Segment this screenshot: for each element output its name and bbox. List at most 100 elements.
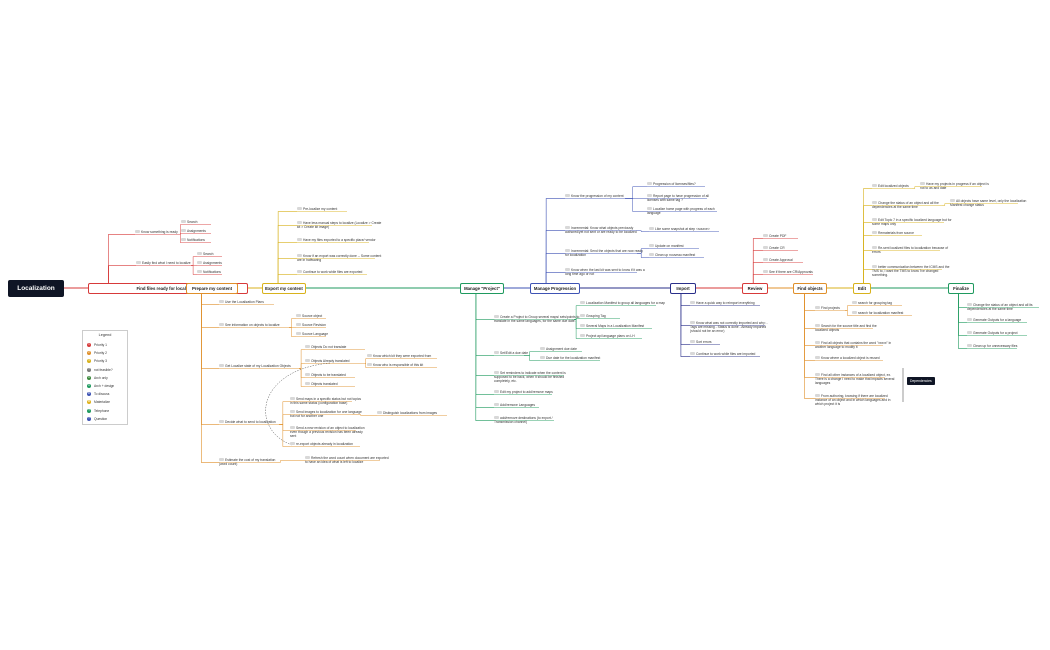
branch-project-item[interactable]: Set reminders to indicate when the conte… xyxy=(494,371,574,384)
dependencies-callout[interactable]: Dependencies xyxy=(907,377,935,385)
branch-findobj-item[interactable]: Search for the source title and find the… xyxy=(815,324,883,332)
branch-export-item[interactable]: Have less manual steps to localize (Loca… xyxy=(297,221,382,229)
branch-prepare-item[interactable]: Objects Do not translate xyxy=(305,345,375,349)
branch-import-item[interactable]: Know what was not correctly imported and… xyxy=(690,321,775,334)
branch-edit-item[interactable]: Change the status of an object and all t… xyxy=(872,201,952,209)
branch-review-item[interactable]: Create Approval xyxy=(763,258,813,262)
branch-prepare-item[interactable]: Know who is responsible of this kit xyxy=(367,363,447,367)
branch-edit-item[interactable]: Re-sent localized files to localization … xyxy=(872,246,950,254)
branch-progression-item[interactable]: Incremental: Know what objects previousl… xyxy=(565,226,647,234)
branch-finalize-item[interactable]: Clean up for unnecessary files xyxy=(967,344,1027,348)
main-node-edit[interactable]: Edit xyxy=(853,282,871,294)
main-node-progression[interactable]: Manage Progression xyxy=(530,282,580,294)
branch-findobj-item[interactable]: From authoring, knowing if there are loc… xyxy=(815,394,895,407)
branch-findobj-item[interactable]: search for grouping tag xyxy=(852,301,912,305)
branch-project-item[interactable]: Edit my project to add/remove maps xyxy=(494,390,562,394)
branch-review-item[interactable]: See if there are CR/Approvals xyxy=(763,270,823,274)
branch-finalize-item[interactable]: Generate Outputs for a project xyxy=(967,331,1037,335)
branch-edit-item[interactable]: Rematerials from source xyxy=(872,231,932,235)
branch-findobj-item[interactable]: search for localization manifest xyxy=(852,311,922,315)
branch-prepare-item[interactable]: Refresh the word count when document are… xyxy=(305,456,390,464)
node-text: Continue to work while files are importe… xyxy=(696,351,756,356)
branch-project-item[interactable]: Create a Project to Group several maps/ … xyxy=(494,315,584,323)
branch-prepare-item[interactable]: Objects to be translated xyxy=(305,373,365,377)
branch-project-item[interactable]: Grouping Tag xyxy=(580,314,630,318)
branch-import-item[interactable]: Have a quick way to reimport everything xyxy=(690,301,770,305)
branch-prepare-item[interactable]: Source object xyxy=(296,314,336,318)
branch-export-item[interactable]: Have my files exported to a specific pla… xyxy=(297,238,379,242)
branch-project-item[interactable]: Assignment due date xyxy=(540,347,592,351)
branch-find-item[interactable]: Know something is ready xyxy=(135,230,190,234)
branch-prepare-item[interactable]: Source Language xyxy=(296,332,336,336)
branch-find-item[interactable]: Search xyxy=(181,220,221,224)
branch-export-item[interactable]: Know if an export was correctly done -- … xyxy=(297,254,385,262)
branch-progression-item[interactable]: Know when the last kit was sent to know … xyxy=(565,268,647,276)
branch-progression-item[interactable]: Progression of licenses/files? xyxy=(647,182,715,186)
node-text: Easily find what I need to localize xyxy=(142,260,191,265)
branch-find-item[interactable]: Notifications xyxy=(181,238,221,242)
branch-prepare-item[interactable]: Source Revision xyxy=(296,323,336,327)
branch-prepare-item[interactable]: See information on objects to localize xyxy=(219,323,299,327)
branch-edit-item[interactable]: All objects have same level, only the lo… xyxy=(950,199,1028,207)
branch-project-item[interactable]: Project api language plans on LH xyxy=(580,334,652,338)
branch-find-item[interactable]: Assignments xyxy=(181,229,221,233)
branch-progression-item[interactable]: Localize home page with progress of each… xyxy=(647,207,727,215)
branch-progression-item[interactable]: Incremental: Send the objects that are n… xyxy=(565,249,647,257)
branch-find-item[interactable]: Easily find what I need to localize xyxy=(136,261,201,265)
main-node-project[interactable]: Manage "Project" xyxy=(460,282,504,294)
branch-progression-item[interactable]: Clean up nouveau manifest xyxy=(649,253,714,257)
branch-prepare-item[interactable]: Send images to localization for one lang… xyxy=(290,410,362,418)
branch-project-item[interactable]: Localization Manifest to group all langu… xyxy=(580,301,666,305)
branch-review-item[interactable]: Create PDF xyxy=(763,234,808,238)
main-node-export[interactable]: Export my content xyxy=(262,282,306,294)
branch-findobj-item[interactable]: Find all objects that contains the word … xyxy=(815,341,893,349)
branch-prepare-item[interactable]: re-export objects already in localizatio… xyxy=(290,442,370,446)
branch-prepare-item[interactable]: Get Localize state of my Localization Ob… xyxy=(219,364,309,368)
branch-edit-item[interactable]: Edit Topic 7 in a specific localized lan… xyxy=(872,218,954,226)
root-node[interactable]: Localization xyxy=(8,280,64,297)
main-node-import[interactable]: Import xyxy=(670,282,696,294)
branch-finalize-item[interactable]: Generate Outputs for a language xyxy=(967,318,1037,322)
branch-prepare-item[interactable]: Send a new revision of an object to loca… xyxy=(290,426,366,439)
branch-import-item[interactable]: Sort errors xyxy=(690,340,730,344)
branch-findobj-item[interactable]: Know where a localized object is reused xyxy=(815,356,893,360)
branch-edit-item[interactable]: Edit localized objects xyxy=(872,184,922,188)
main-node-prepare[interactable]: Prepare my content xyxy=(186,282,238,294)
branch-prepare-item[interactable]: Know which kit they were exported from xyxy=(367,354,447,358)
branch-progression-item[interactable]: Update on manifest xyxy=(649,244,709,248)
branch-findobj-item[interactable]: Find projects xyxy=(815,306,855,310)
branch-project-item[interactable]: add/remove destinations (to export / Tra… xyxy=(494,416,564,424)
branch-project-item[interactable]: Due date for the localization manifest xyxy=(540,356,610,360)
branch-find-item[interactable]: Assignments xyxy=(197,261,232,265)
branch-project-item[interactable]: Set/Edit a due date xyxy=(494,351,534,355)
main-node-review[interactable]: Review xyxy=(742,282,768,294)
node-text: Edit Topic 7 in a specific localized lan… xyxy=(872,217,952,226)
branch-prepare-item[interactable]: Distinguish localizations from images xyxy=(377,411,457,415)
branch-progression-item[interactable]: Report page to have progression of all l… xyxy=(647,194,717,202)
branch-prepare-item[interactable]: Objects Already translated xyxy=(305,359,375,363)
branch-findobj-item[interactable]: Find all other instances of a localized … xyxy=(815,373,895,386)
branch-finalize-item[interactable]: Change the status of an object and all i… xyxy=(967,303,1049,311)
main-node-finalize[interactable]: Finalize xyxy=(948,282,974,294)
branch-prepare-item[interactable]: Objects translated xyxy=(305,382,365,386)
branch-export-item[interactable]: Pre-localize my content xyxy=(297,207,357,211)
node-text: Notifications xyxy=(203,269,221,274)
branch-project-item[interactable]: Add/remove Languages xyxy=(494,403,549,407)
branch-review-item[interactable]: Create CR xyxy=(763,246,808,250)
branch-edit-item[interactable]: better communication between the ICMS an… xyxy=(872,265,952,278)
branch-project-item[interactable]: Several Maps in a Localization Manifest xyxy=(580,324,662,328)
branch-progression-item[interactable]: Like some snapshot at step <source> xyxy=(649,227,729,231)
branch-import-item[interactable]: Continue to work while files are importe… xyxy=(690,352,770,356)
branch-export-item[interactable]: Continue to work while files are exporte… xyxy=(297,270,377,274)
main-node-find[interactable]: Find files ready for localization xyxy=(88,282,248,294)
branch-prepare-item[interactable]: Use the Localization Plans xyxy=(219,300,284,304)
branch-find-item[interactable]: Search xyxy=(197,252,232,256)
branch-prepare-item[interactable]: Send maps in a specific status but not t… xyxy=(290,397,362,405)
branch-prepare-item[interactable]: Decide what to send to localization xyxy=(219,420,289,424)
branch-find-item[interactable]: Notifications xyxy=(197,270,232,274)
branch-edit-item[interactable]: Have my projects in progress if an objec… xyxy=(920,182,992,190)
node-text: Like some snapshot at step <source> xyxy=(655,226,710,231)
branch-prepare-item[interactable]: Estimate the cost of my translation (wor… xyxy=(219,458,277,466)
main-node-findobj[interactable]: Find objects xyxy=(793,282,827,294)
branch-progression-item[interactable]: Know the progression of my content xyxy=(565,194,635,198)
